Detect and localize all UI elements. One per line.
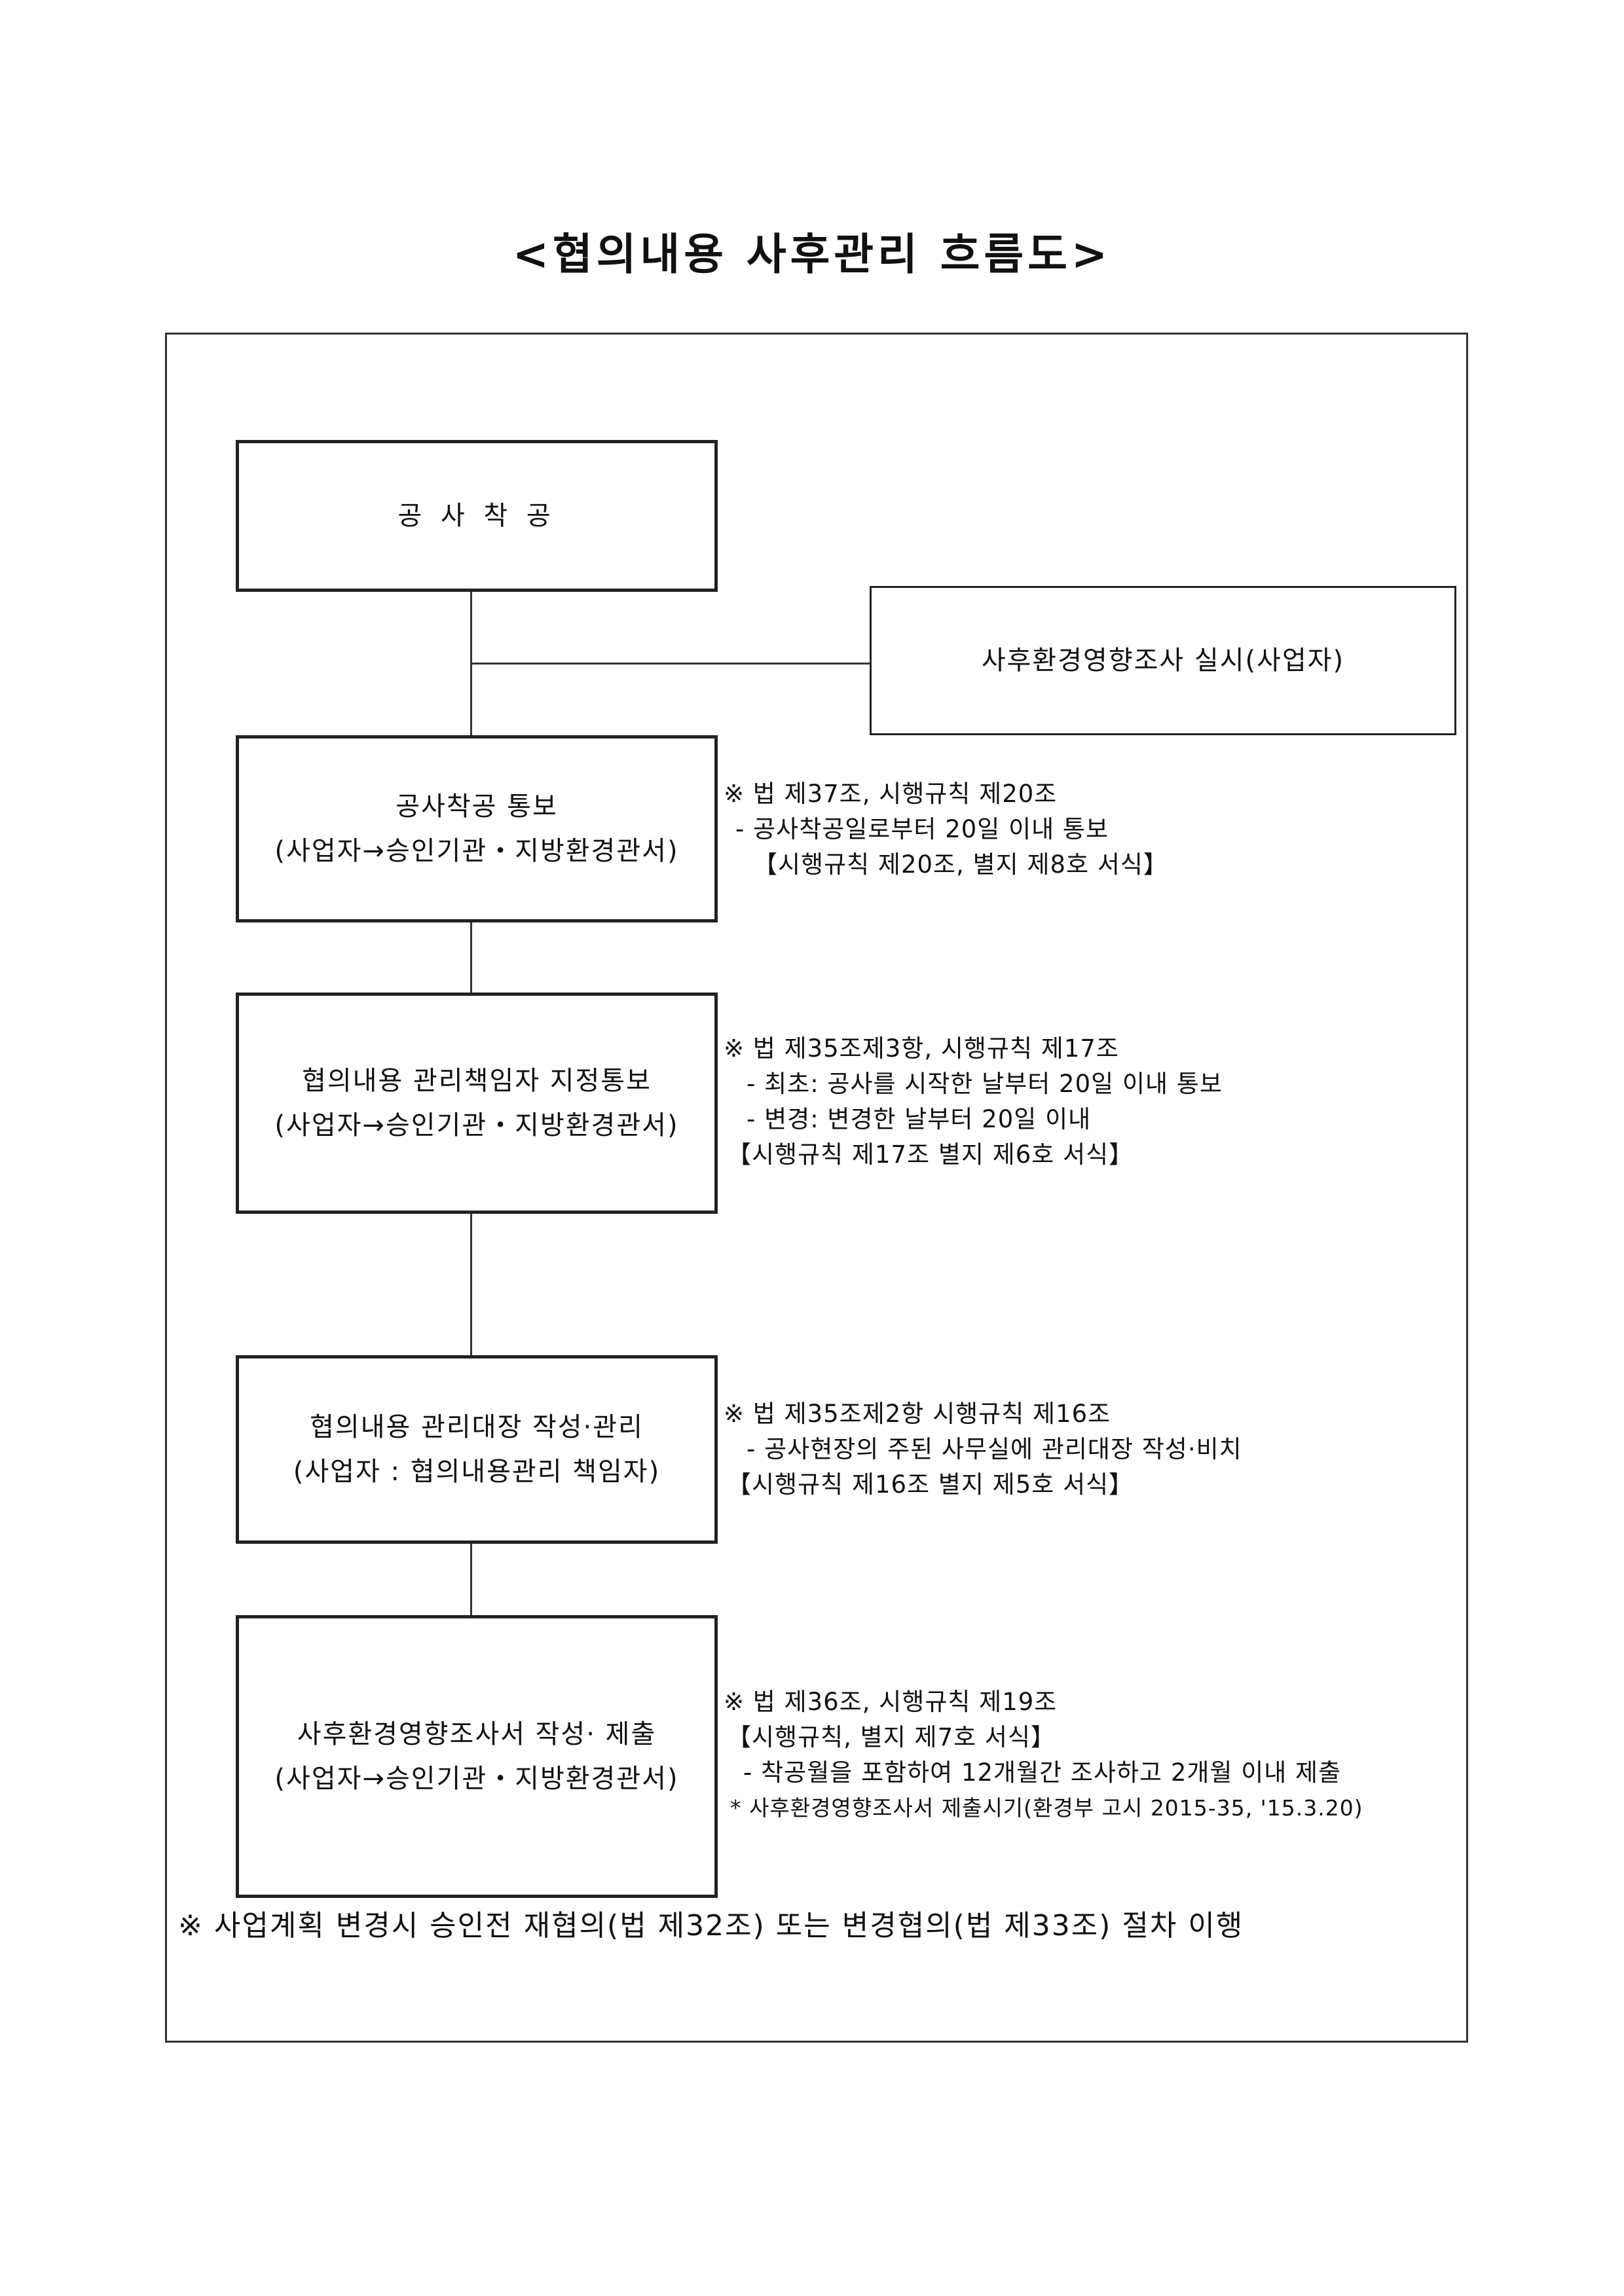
connector-notice-manager [470,920,472,994]
connector-manager-ledger [470,1212,472,1357]
note-survey-report: ※ 법 제36조, 시행규칙 제19조 【시행규칙, 별지 제7호 서식】 - … [724,1685,1363,1826]
note-line: 【시행규칙 제17조 별지 제6호 서식】 [727,1140,1134,1169]
note-construction-notice: ※ 법 제37조, 시행규칙 제20조 - 공사착공일로부터 20일 이내 통보… [724,776,1168,883]
box-construction-notice: 공사착공 통보 (사업자→승인기관・지방환경관서) [236,735,718,922]
note-line: 【시행규칙 제16조 별지 제5호 서식】 [727,1470,1134,1499]
connector-branch-side [470,663,870,665]
box-construction-start: 공 사 착 공 [236,440,718,592]
box-manager-designation: 협의내용 관리책임자 지정통보 (사업자→승인기관・지방환경관서) [236,993,718,1214]
box-survey-report-line1: 사후환경영향조사서 작성· 제출 [297,1719,657,1749]
note-line: ※ 법 제35조제3항, 시행규칙 제17조 [724,1034,1119,1063]
box-post-survey-label: 사후환경영향조사 실시(사업자) [981,646,1345,676]
footnote-plan-change: ※ 사업계획 변경시 승인전 재협의(법 제32조) 또는 변경협의(법 제33… [178,1909,1244,1942]
box-construction-start-label: 공 사 착 공 [397,501,556,531]
note-line: - 최초: 공사를 시작한 날부터 20일 이내 통보 [747,1070,1223,1098]
box-manager-designation-line1: 협의내용 관리책임자 지정통보 [302,1066,652,1096]
box-survey-report: 사후환경영향조사서 작성· 제출 (사업자→승인기관・지방환경관서) [236,1615,718,1898]
note-line: - 변경: 변경한 날부터 20일 이내 [747,1105,1092,1133]
box-construction-notice-line1: 공사착공 통보 [396,792,558,822]
note-line: - 공사현장의 주된 사무실에 관리대장 작성·비치 [747,1435,1242,1463]
note-line: 【시행규칙 제20조, 별지 제8호 서식】 [753,850,1168,879]
box-manager-designation-line2: (사업자→승인기관・지방환경관서) [274,1110,679,1140]
box-ledger-management: 협의내용 관리대장 작성·관리 (사업자 : 협의내용관리 책임자) [236,1355,718,1544]
note-line: - 공사착공일로부터 20일 이내 통보 [735,815,1109,843]
box-construction-notice-line2: (사업자→승인기관・지방환경관서) [274,836,679,866]
box-ledger-management-line1: 협의내용 관리대장 작성·관리 [310,1412,644,1442]
note-line: ※ 법 제37조, 시행규칙 제20조 [724,780,1058,808]
note-line: ※ 법 제36조, 시행규칙 제19조 [724,1688,1058,1716]
box-post-survey: 사후환경영향조사 실시(사업자) [870,586,1456,735]
box-survey-report-line2: (사업자→승인기관・지방환경관서) [274,1764,679,1794]
connector-ledger-report [470,1542,472,1617]
note-line: - 착공월을 포함하여 12개월간 조사하고 2개월 이내 제출 [743,1758,1342,1787]
flowchart-frame [165,333,1468,2043]
note-line: ※ 법 제35조제2항 시행규칙 제16조 [724,1400,1111,1428]
box-ledger-management-line2: (사업자 : 협의내용관리 책임자) [293,1457,661,1487]
note-ledger-management: ※ 법 제35조제2항 시행규칙 제16조 - 공사현장의 주된 사무실에 관리… [724,1396,1242,1503]
note-line: * 사후환경영향조사서 제출시기(환경부 고시 2015-35, '15.3.2… [730,1795,1363,1821]
page-title: <협의내용 사후관리 흐름도> [512,229,1112,280]
note-manager-designation: ※ 법 제35조제3항, 시행규칙 제17조 - 최초: 공사를 시작한 날부터… [724,1031,1223,1173]
note-line: 【시행규칙, 별지 제7호 서식】 [727,1723,1056,1751]
